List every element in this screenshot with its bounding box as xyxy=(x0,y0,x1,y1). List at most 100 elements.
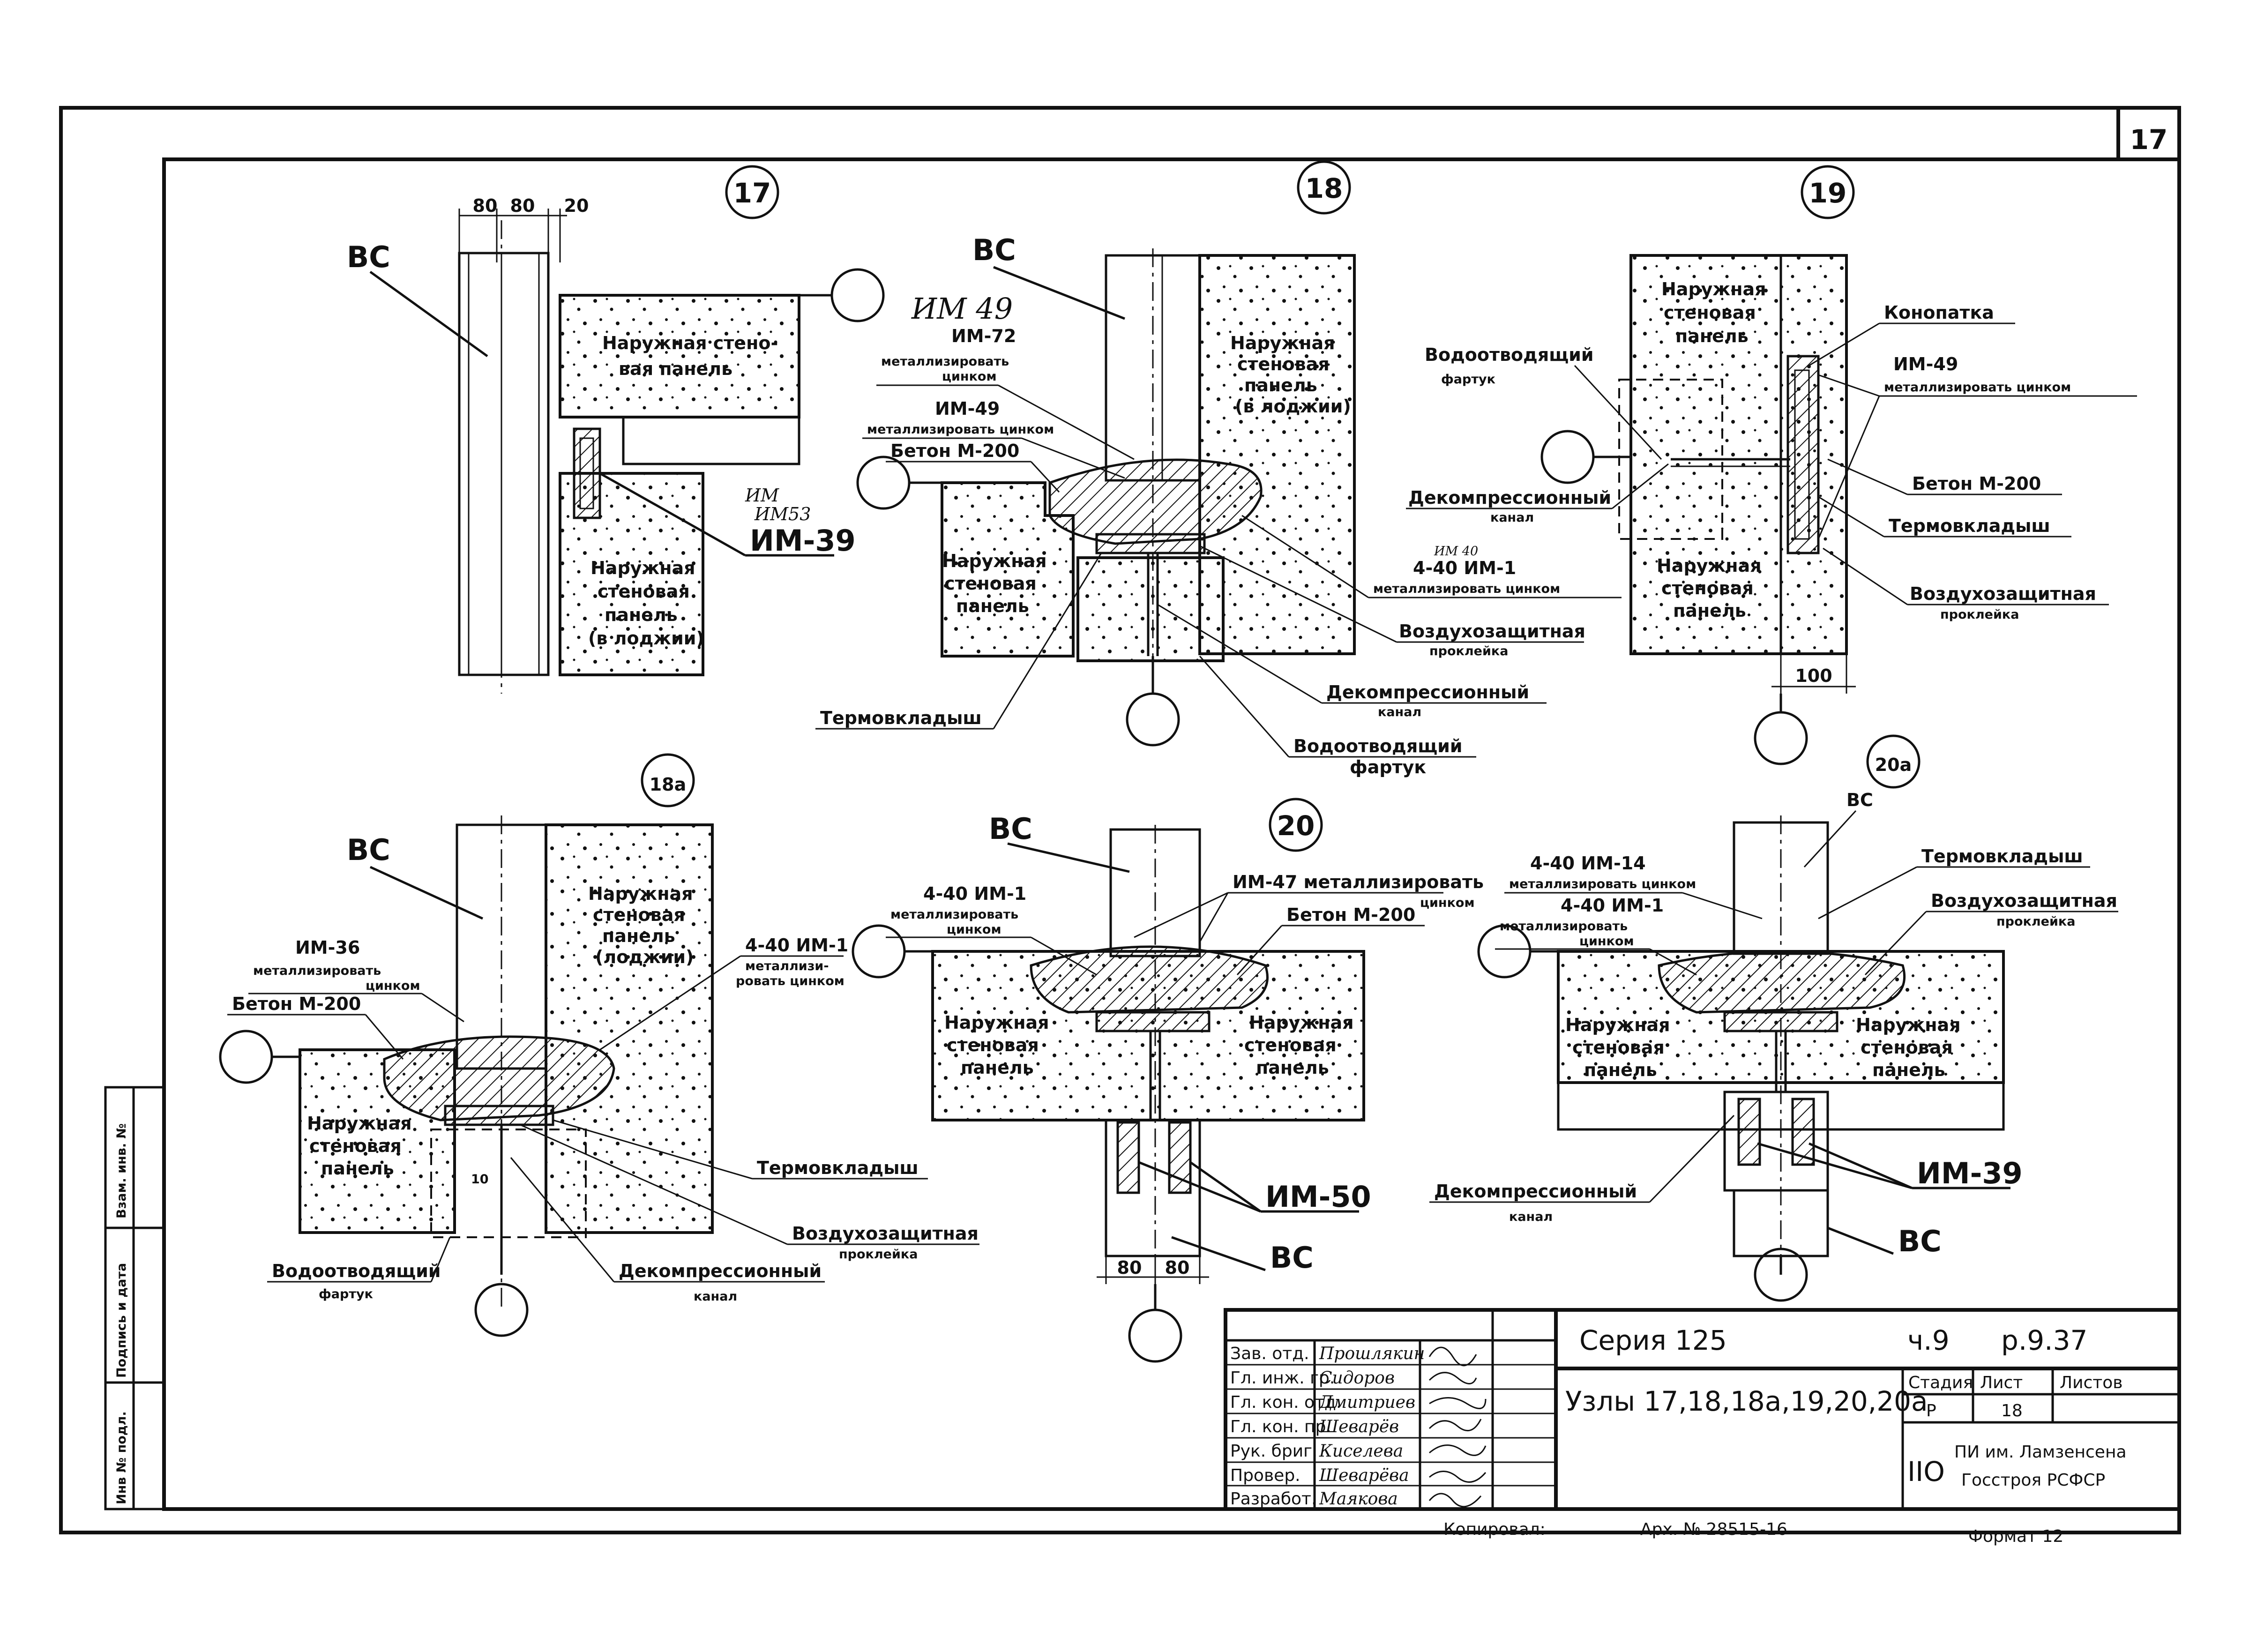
tb-sheet: 18 xyxy=(2001,1401,2023,1420)
label-18a-decomp-2: канал xyxy=(694,1289,737,1304)
label-18a-apron-1: Водоотводящий xyxy=(272,1261,441,1281)
label-18a-panel-left-1: Наружная xyxy=(307,1113,412,1134)
detail-19: 19 100 Наружная стеновая панель Наружная… xyxy=(1406,165,2137,765)
tb-sheets-header: Листов xyxy=(2060,1373,2122,1392)
label-19-panel-top-1: Наружная xyxy=(1661,279,1766,299)
label-20a-panel-right-1: Наружная xyxy=(1856,1015,1961,1035)
label-19-part-49-note: металлизировать цинком xyxy=(1884,380,2071,395)
label-20a-part-1-note-2: цинком xyxy=(1579,934,1634,949)
detail-20a-marker-label: 20а xyxy=(1875,755,1912,775)
tb-name-2: Дмитриев xyxy=(1318,1393,1415,1412)
label-20a-insert: Термовкладыш xyxy=(1921,846,2083,867)
detail-18: 18 ВС ИМ 49 ИМ-72 металлизировать цинком… xyxy=(815,160,1622,777)
tb-name-5: Шеварёва xyxy=(1319,1466,1409,1485)
footer-format: Формат 12 xyxy=(1968,1527,2063,1546)
tb-stage: Р xyxy=(1926,1401,1936,1420)
label-18a-panel-left-3: панель xyxy=(321,1158,394,1179)
label-18-apron-1: Водоотводящий xyxy=(1293,736,1463,756)
callout-19-bottom xyxy=(1754,711,1808,765)
side-stamp-inv: Инв № подл. xyxy=(114,1411,129,1504)
label-18-panel-left-3: панель xyxy=(956,596,1029,616)
label-19-panel-bottom-3: панель xyxy=(1673,600,1746,621)
label-19-panel-top-2: стеновая xyxy=(1664,302,1756,323)
tb-name-4: Киселева xyxy=(1319,1442,1403,1461)
tb-org-1: ПИ им. Ламзенсена xyxy=(1954,1443,2127,1462)
tb-title: Узлы 17,18,18а,19,20,20а xyxy=(1565,1385,1928,1417)
label-19-part-49: ИМ-49 xyxy=(1893,354,1958,374)
label-18-loggia-1: Наружная xyxy=(1230,333,1335,353)
label-18-part-72-note-2: цинком xyxy=(942,369,997,384)
label-19-concrete: Бетон М-200 xyxy=(1912,473,2041,494)
callout-20-bottom xyxy=(1128,1308,1182,1363)
label-20a-bc-bottom: ВС xyxy=(1898,1224,1942,1258)
label-20-concrete: Бетон М-200 xyxy=(1286,904,1415,925)
label-18a-part-40: 4-40 ИМ-1 xyxy=(745,935,848,956)
tb-role-1: Гл. инж. гр. xyxy=(1230,1368,1335,1388)
label-18-concrete: Бетон М-200 xyxy=(890,441,1019,461)
footer-arch: Арх. № 28515-16 xyxy=(1640,1520,1787,1539)
label-20a-panel-right-3: панель xyxy=(1872,1060,1945,1080)
label-20a-air-1: Воздухозащитная xyxy=(1931,890,2117,911)
label-20-bc-bottom: ВС xyxy=(1270,1241,1314,1275)
label-18-decomp-2: канал xyxy=(1378,705,1421,719)
detail-20a: 20а ВС 4-40 ИМ-14 металлизировать цинком… xyxy=(1429,734,2118,1302)
label-20a-panel-left-1: Наружная xyxy=(1565,1015,1670,1035)
side-stamp: Инв № подл. Подпись и дата Взам. инв. № xyxy=(104,1086,165,1510)
label-17-panel-loggia-3: панель xyxy=(605,605,678,625)
label-19-decomp-2: канал xyxy=(1490,510,1534,525)
label-20-part-40-note-1: металлизировать xyxy=(890,907,1018,922)
tb-org-mark: IIО xyxy=(1907,1456,1945,1488)
label-18a-air-2: проклейка xyxy=(839,1247,918,1262)
label-17-part: ИМ-39 xyxy=(750,523,856,558)
tb-section: р.9.37 xyxy=(2001,1324,2087,1356)
detail-20-marker-label: 20 xyxy=(1277,810,1315,842)
callout-19-left xyxy=(1540,430,1595,484)
label-18a-panel-left-2: стеновая xyxy=(309,1136,402,1156)
callout-18-left xyxy=(856,456,911,510)
label-18-bc: ВС xyxy=(972,233,1016,267)
dim-19: 100 xyxy=(1795,665,1832,686)
callout-18a-left xyxy=(219,1030,273,1084)
dim-18a: 10 xyxy=(471,1172,489,1187)
label-18-hand: ИМ 49 xyxy=(911,292,1013,326)
label-18a-part-36: ИМ-36 xyxy=(295,937,360,958)
label-20a-decomp-1: Декомпрессионный xyxy=(1434,1181,1637,1202)
label-18-panel-left-1: Наружная xyxy=(942,551,1047,571)
label-20-part-47: ИМ-47 металлизировать xyxy=(1233,872,1484,892)
tb-role-3: Гл. кон. пр. xyxy=(1230,1417,1331,1436)
label-19-apron-1: Водоотводящий xyxy=(1425,344,1594,365)
label-18-part-40-note: металлизировать цинком xyxy=(1373,582,1560,596)
tb-name-3: Шеварёв xyxy=(1319,1417,1399,1436)
label-18-part-49-note: металлизировать цинком xyxy=(867,422,1054,437)
label-17-hand-1: ИМ xyxy=(745,485,779,506)
label-20-bc-top: ВС xyxy=(989,812,1032,846)
label-19-panel-top-3: панель xyxy=(1675,326,1749,346)
label-20-panel-right-2: стеновая xyxy=(1244,1035,1337,1055)
tb-name-0: Прошлякин xyxy=(1319,1344,1425,1363)
label-18-decomp-1: Декомпрессионный xyxy=(1326,682,1529,703)
label-18-insert: Термовкладыш xyxy=(820,708,982,728)
label-18a-part-40-note-2: ровать цинком xyxy=(736,974,844,988)
label-20a-part-14-note: металлизировать цинком xyxy=(1509,877,1696,891)
detail-18-marker xyxy=(1297,160,1351,215)
label-18-part-72-note-1: металлизировать xyxy=(881,354,1009,369)
dim-17-a: 80 xyxy=(473,195,498,216)
label-18a-loggia-4: (лоджии) xyxy=(595,947,694,967)
detail-20a-marker xyxy=(1866,734,1921,789)
dim-20-b: 80 xyxy=(1165,1257,1190,1278)
callout-18a-bottom xyxy=(474,1283,529,1337)
tb-part: ч.9 xyxy=(1907,1324,1950,1356)
label-18-part-40-hand: ИМ 40 xyxy=(1434,544,1478,559)
label-20-panel-left-1: Наружная xyxy=(944,1012,1049,1033)
inner-frame xyxy=(162,157,2181,1511)
tb-role-5: Провер. xyxy=(1230,1466,1300,1485)
label-20a-panel-left-2: стеновая xyxy=(1572,1037,1665,1058)
callout-17 xyxy=(830,268,885,322)
tb-name-6: Маякова xyxy=(1319,1489,1398,1509)
footer-copied: Копировал: xyxy=(1443,1520,1546,1539)
tb-org-2: Госстроя РСФСР xyxy=(1961,1471,2105,1490)
label-20a-part-14: 4-40 ИМ-14 xyxy=(1530,853,1646,874)
dim-17-b: 80 xyxy=(510,195,535,216)
label-18a-loggia-1: Наружная xyxy=(588,883,693,904)
